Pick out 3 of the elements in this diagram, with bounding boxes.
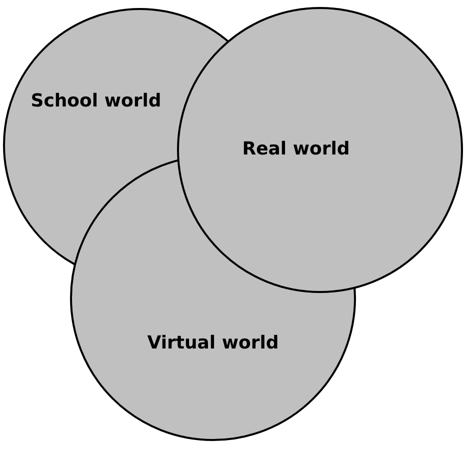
set-label: Real world [242,140,350,160]
set-label: School world [30,92,162,112]
set-label: Virtual world [147,334,279,354]
